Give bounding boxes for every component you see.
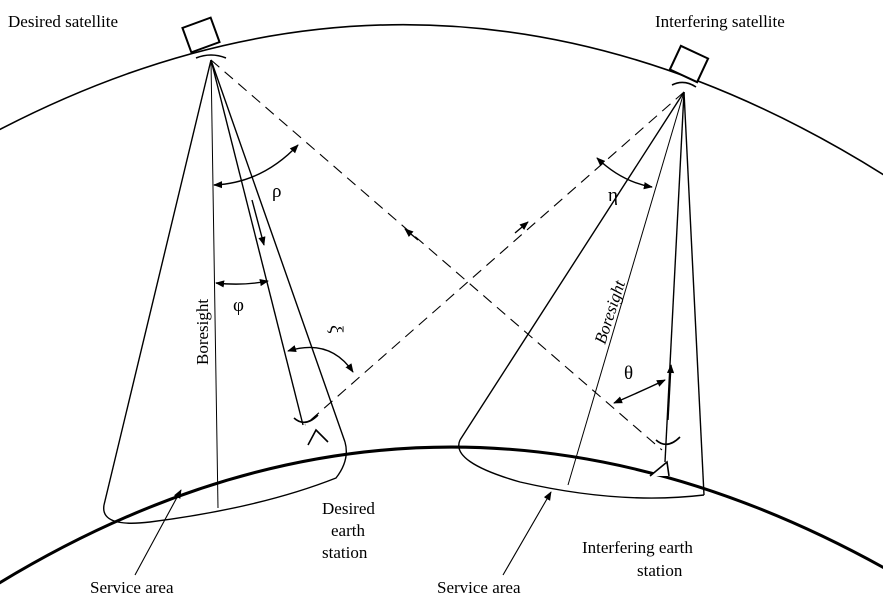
interfering-earth-station-line2: station <box>637 561 683 580</box>
service-area-left-label: Service area <box>90 578 174 595</box>
angle-phi-label: φ <box>233 295 244 316</box>
interfering-earth-station-line1: Interfering earth <box>582 538 693 557</box>
service-area-right-label: Service area <box>437 578 521 595</box>
angle-eta-label: η <box>608 185 618 206</box>
desired-earth-station-line3: station <box>322 543 368 562</box>
service-area-pointers <box>134 489 552 576</box>
boresight-left-label: Boresight <box>193 299 212 365</box>
boresight-right-label: Boresight <box>591 277 630 346</box>
orbit-arc <box>0 23 883 176</box>
desired-earth-station-line1: Desired <box>322 499 375 518</box>
angle-xi-label: ξ <box>325 325 346 334</box>
desired-beam-cone <box>103 59 348 524</box>
interfering-satellite-icon <box>668 44 710 88</box>
desired-earth-station-line2: earth <box>331 521 365 540</box>
direction-arrows <box>251 199 675 421</box>
desired-satellite-label: Desired satellite <box>8 12 118 31</box>
interfering-satellite-label: Interfering satellite <box>655 12 785 31</box>
earth-station-antennas <box>293 414 681 477</box>
interference-paths <box>210 59 685 451</box>
earth-surface-arc <box>0 445 883 585</box>
angle-rho-label: ρ <box>272 181 281 202</box>
desired-satellite-icon <box>181 16 227 59</box>
angle-theta-label: θ <box>624 363 633 384</box>
interfering-beam-cone <box>458 91 705 499</box>
angle-arcs <box>213 144 666 404</box>
